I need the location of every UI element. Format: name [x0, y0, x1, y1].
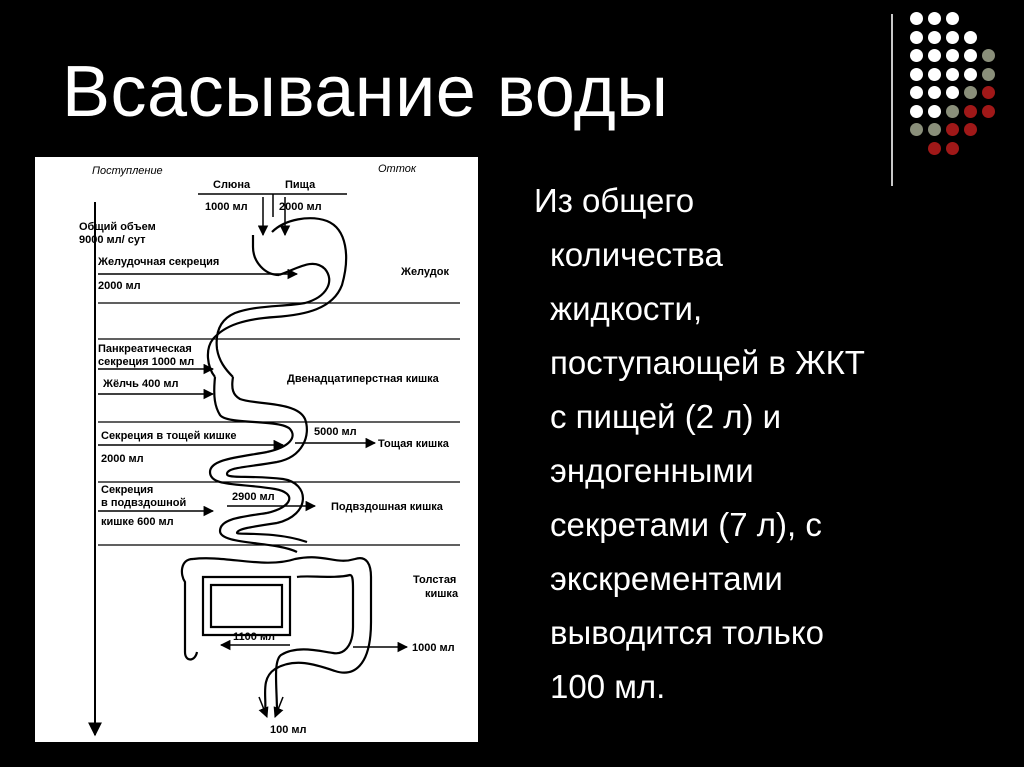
body-line: поступающей в ЖКТ [550, 344, 865, 381]
body-line: экскрементами [550, 560, 783, 597]
colon-label-1: Толстая [413, 574, 456, 586]
decorative-dot [928, 123, 941, 136]
colon-label-2: кишка [425, 588, 459, 600]
body-line: с пищей (2 л) и [550, 398, 782, 435]
food-label: Пища [285, 179, 316, 191]
body-line: эндогенными [550, 452, 754, 489]
jejunum-secretion-amount: 2000 мл [101, 453, 144, 465]
body-line: 100 мл. [550, 668, 666, 705]
header-inflow-label: Поступление [92, 165, 163, 177]
excreted-amount: 100 мл [270, 724, 307, 736]
jejunum-absorption-amount: 5000 мл [314, 426, 357, 438]
decorative-dot [964, 104, 977, 118]
decorative-dot [928, 49, 941, 62]
decorative-dot [946, 104, 959, 118]
pancreatic-secretion-amount: секреция 1000 мл [98, 356, 194, 368]
decorative-dot [964, 123, 977, 136]
saliva-label: Слюна [213, 179, 251, 191]
ileum-secretion-label-2: в подвздошной [101, 497, 186, 509]
jejunum-secretion-label: Секреция в тощей кишке [101, 430, 236, 442]
ileum-label: Подвздошная кишка [331, 501, 444, 513]
excretion-arrow-left [258, 696, 269, 718]
food-amount: 2000 мл [279, 201, 322, 213]
decorative-dot [946, 12, 959, 25]
decorative-dot [928, 86, 941, 99]
colon-absorption-amount-1: 1100 мл [233, 631, 275, 643]
decorative-dot-grid [910, 12, 1010, 172]
colon-absorption-amount-2: 1000 мл [412, 642, 455, 654]
decorative-dot [946, 49, 959, 62]
saliva-amount: 1000 мл [205, 201, 248, 213]
decorative-dot [928, 12, 941, 25]
ileum-secretion-label-1: Секреция [101, 484, 153, 496]
decorative-divider [891, 14, 893, 186]
decorative-dot [946, 30, 959, 44]
bile-label: Жёлчь 400 мл [102, 378, 179, 390]
decorative-dot [946, 86, 959, 99]
decorative-dot [964, 30, 977, 44]
body-text: Из общего количества жидкости, поступающ… [510, 174, 990, 714]
stomach-label: Желудок [400, 266, 449, 278]
gastric-secretion-amount: 2000 мл [98, 280, 141, 292]
gastric-secretion-label: Желудочная секреция [97, 256, 219, 268]
decorative-dot [982, 86, 995, 99]
body-line: количества [550, 236, 723, 273]
decorative-dot [964, 67, 977, 81]
decorative-dot [910, 67, 923, 81]
decorative-dot [964, 49, 977, 62]
decorative-dot [910, 12, 923, 25]
body-line: выводится только [550, 614, 824, 651]
ileum-absorption-amount: 2900 мл [232, 491, 275, 503]
total-volume-label: Общий объем [79, 221, 156, 233]
decorative-dot [910, 49, 923, 62]
pancreatic-secretion-label: Панкреатическая [98, 343, 192, 355]
decorative-dot [928, 104, 941, 118]
decorative-dot [910, 104, 923, 118]
decorative-dot [982, 49, 995, 62]
body-line: жидкости, [550, 290, 703, 327]
excretion-arrow-right [273, 696, 284, 718]
body-line: Из общего [534, 182, 695, 219]
decorative-dot [928, 141, 941, 155]
gi-tract-diagram: Поступление Отток Слюна Пища 1000 мл 200… [79, 163, 460, 737]
body-line: секретами (7 л), с [550, 506, 822, 543]
decorative-dot [964, 86, 977, 99]
decorative-dot [946, 67, 959, 81]
header-outflow-label: Отток [378, 163, 417, 175]
slide-title: Всасывание воды [62, 52, 669, 132]
decorative-dot [910, 86, 923, 99]
total-volume-amount: 9000 мл/ сут [79, 234, 146, 246]
decorative-dot [928, 67, 941, 81]
decorative-dot [946, 123, 959, 136]
water-absorption-diagram: Поступление Отток Слюна Пища 1000 мл 200… [35, 157, 478, 742]
gi-tract-outline [180, 217, 373, 714]
jejunum-label: Тощая кишка [378, 438, 450, 450]
decorative-dot [910, 123, 923, 136]
decorative-dot [982, 104, 995, 118]
decorative-dot [928, 30, 941, 44]
ileum-secretion-amount: кишке 600 мл [101, 516, 174, 528]
decorative-dot [910, 30, 923, 44]
decorative-dot [946, 141, 959, 155]
decorative-dot [982, 67, 995, 81]
duodenum-label: Двенадцатиперстная кишка [287, 373, 440, 385]
